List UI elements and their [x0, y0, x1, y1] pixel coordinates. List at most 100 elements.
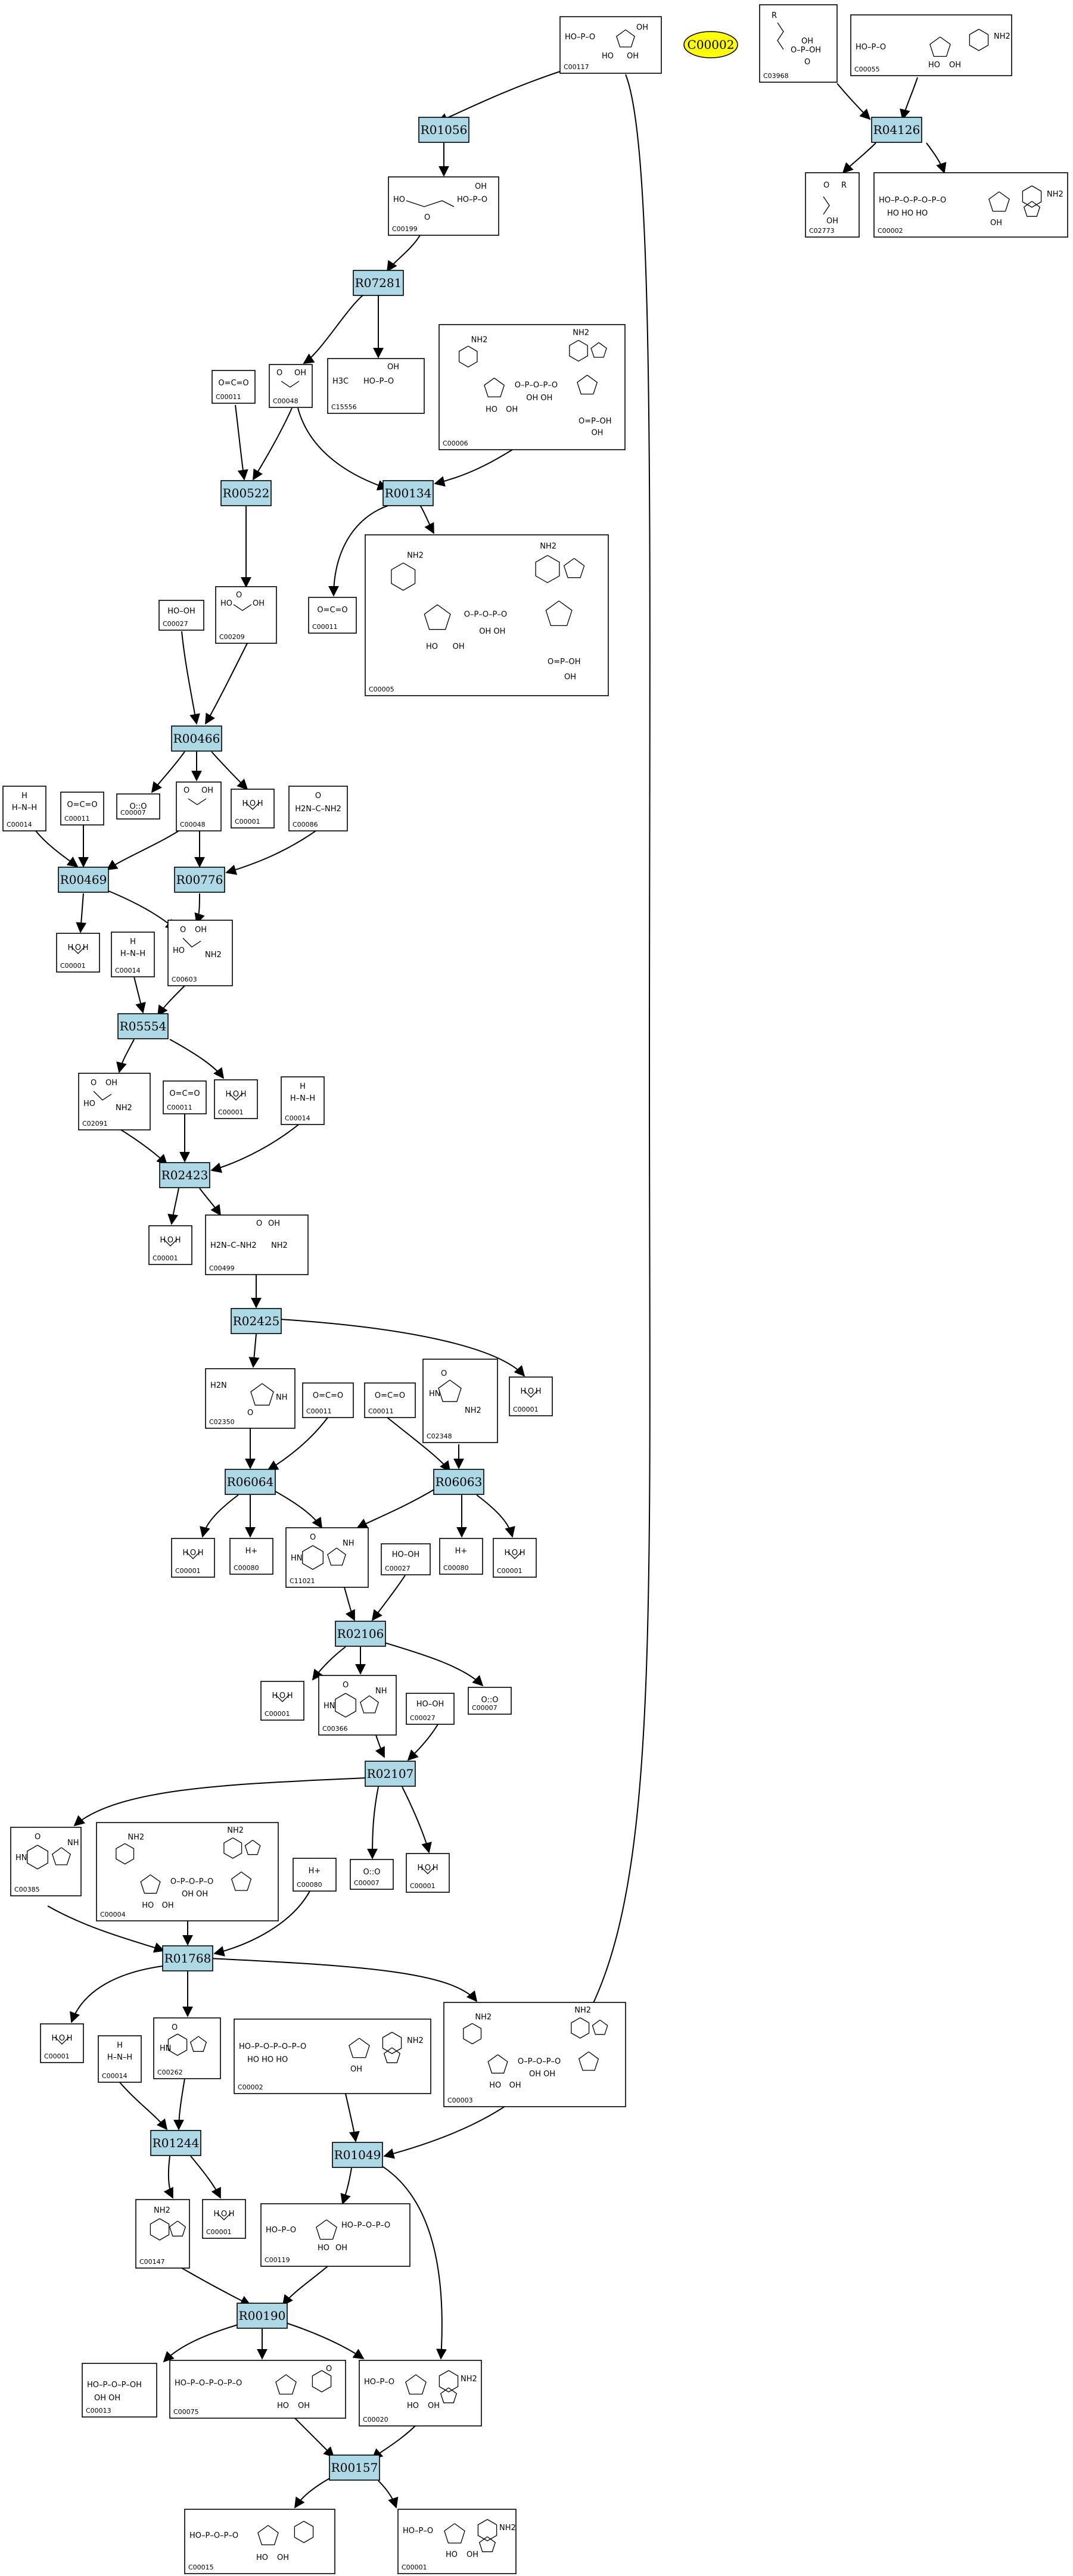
highlight-node[interactable]: C00002 [683, 31, 738, 58]
reaction-r01244[interactable]: R01244 [150, 2130, 201, 2156]
compound-structure: O=C=O [218, 379, 248, 388]
ribose-ho: HO [602, 52, 614, 61]
reaction-r02106[interactable]: R02106 [335, 1621, 386, 1647]
compound-c00080[interactable]: H+C00080 [229, 1538, 273, 1575]
reaction-r02423[interactable]: R02423 [159, 1162, 210, 1188]
reaction-r05554[interactable]: R05554 [117, 1013, 169, 1039]
edge-c00002-r01049 [345, 2093, 360, 2142]
compound-c00080[interactable]: H+C00080 [439, 1538, 483, 1575]
reaction-r00157[interactable]: R00157 [329, 2454, 380, 2481]
reaction-label: R04126 [873, 123, 920, 137]
compound-label: C00011 [64, 815, 90, 823]
reaction-r06063[interactable]: R06063 [433, 1469, 484, 1495]
reaction-r01056[interactable]: R01056 [418, 117, 469, 143]
reaction-r01768[interactable]: R01768 [162, 1945, 213, 1971]
bond-line [444, 2523, 465, 2544]
edge-c00147-r00190 [178, 2266, 251, 2306]
reaction-r02425[interactable]: R02425 [231, 1308, 282, 1334]
amp-oh: OH [428, 2401, 440, 2410]
reaction-r00522[interactable]: R00522 [220, 480, 272, 506]
compound-label: C00603 [172, 976, 197, 983]
edge-r01244-c00001-b [190, 2156, 221, 2199]
bond-line [312, 2370, 332, 2393]
reaction-r06064[interactable]: R06064 [225, 1469, 276, 1495]
compound-box [148, 1225, 192, 1265]
bond-line [988, 191, 1010, 212]
compound-label: C00011 [312, 623, 338, 631]
atp-triphosphate: HO–P–O–P–O–P–O [239, 2042, 306, 2051]
nad-diphosphate: O–P–O–P–O [515, 381, 558, 390]
reaction-r00469[interactable]: R00469 [58, 867, 109, 893]
reaction-r00466[interactable]: R00466 [171, 725, 222, 752]
reaction-r07281[interactable]: R07281 [353, 270, 404, 296]
compound-c00080[interactable]: H+C00080 [293, 1858, 337, 1892]
reaction-r02107[interactable]: R02107 [365, 1761, 416, 1787]
reaction-r00776[interactable]: R00776 [174, 867, 225, 893]
reaction-r00190[interactable]: R00190 [237, 2303, 288, 2329]
reaction-r00134[interactable]: R00134 [382, 480, 434, 506]
reaction-r01049[interactable]: R01049 [332, 2142, 383, 2168]
reaction-r04126[interactable]: R04126 [871, 117, 922, 143]
reaction-label: R01768 [164, 1951, 212, 1966]
